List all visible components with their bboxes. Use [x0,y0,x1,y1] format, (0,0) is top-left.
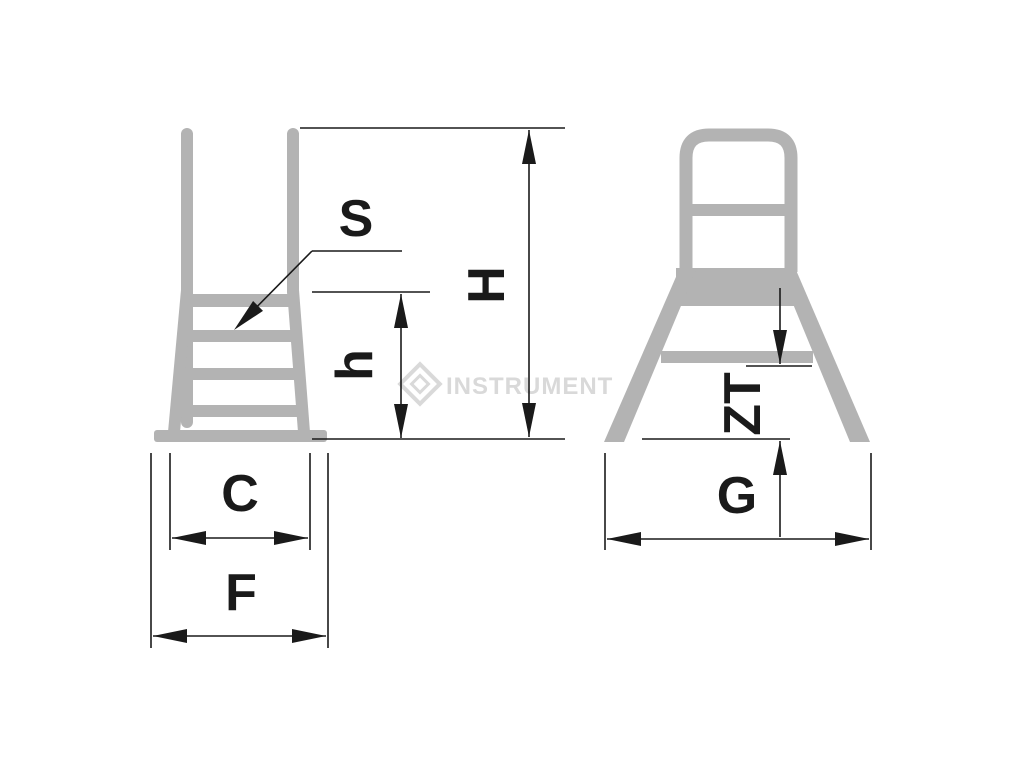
side-base [154,430,327,442]
side-step-2 [179,368,301,380]
front-rail-crossbar [690,204,787,216]
front-cross-brace [661,351,813,363]
s-dimension: S [229,190,402,335]
side-view: S h H C [150,127,565,648]
front-leg-left [604,270,696,442]
label-f: F [225,564,257,622]
watermark: INSTRUMENT [397,361,612,407]
side-step-3 [176,405,304,417]
front-platform [676,268,797,306]
side-stringer-left [168,290,193,432]
zt-dimension: ZT [642,288,812,537]
watermark-logo-icon [397,361,443,407]
label-h-step: h [326,349,384,381]
label-c: C [221,465,259,523]
f-dimension: F [150,453,329,648]
H-dimension: H [300,127,565,440]
side-step-1 [183,330,298,342]
g-dimension: G [604,453,872,550]
h-dimension: h [312,291,430,438]
label-H-height: H [458,266,516,304]
side-platform [189,294,293,307]
side-view-ladder [154,128,327,442]
side-rail-right [287,128,299,298]
front-view-ladder [604,128,870,442]
label-zt: ZT [714,372,772,436]
label-s: S [339,190,374,248]
label-g: G [717,467,757,525]
front-handrail [679,128,798,272]
front-leg-right [779,270,870,442]
side-stringer-right [287,290,310,432]
c-dimension: C [169,453,311,550]
front-view: ZT G [604,128,872,550]
